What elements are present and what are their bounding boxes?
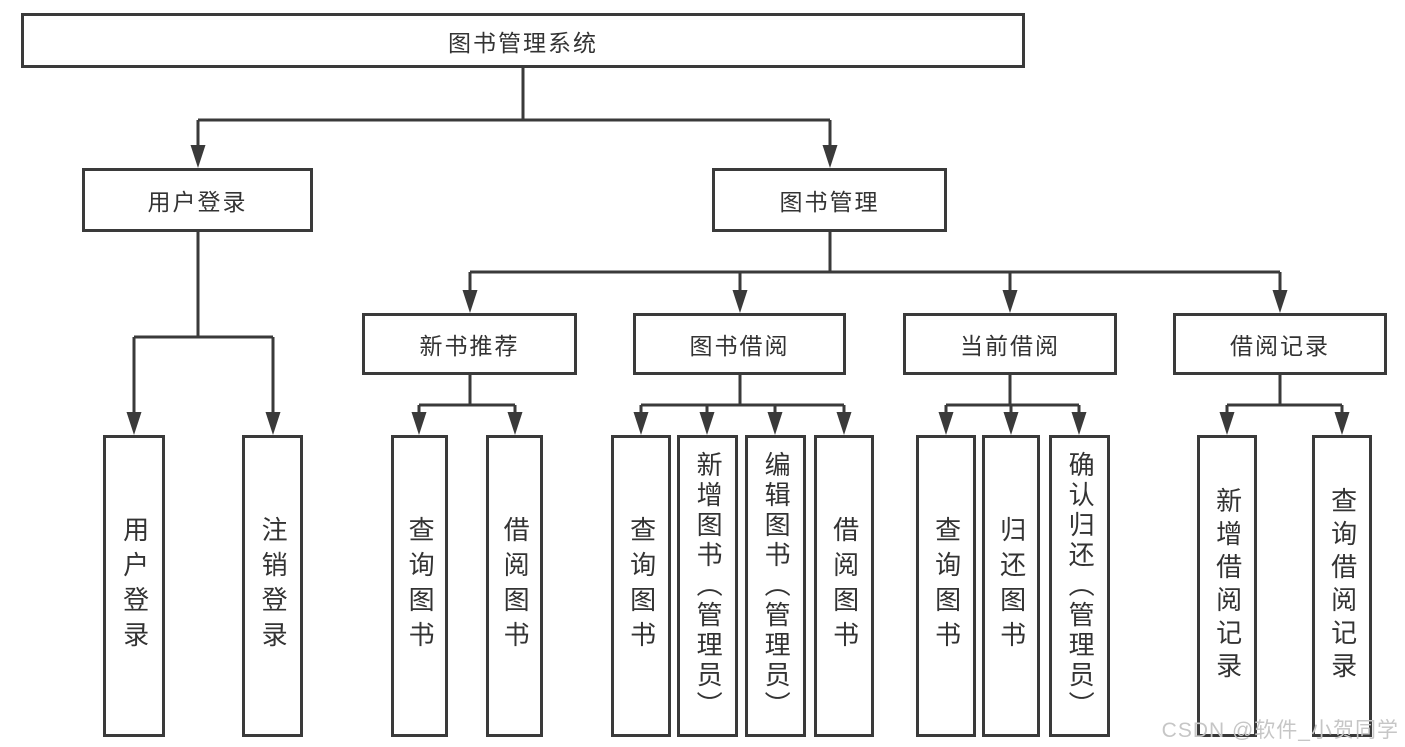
- leaf-return-books: 归还图书: [982, 435, 1040, 737]
- node-user-login: 用户登录: [82, 168, 313, 232]
- leaf-logout: 注销登录: [242, 435, 303, 737]
- leaf-borrow-books: 借阅图书: [814, 435, 874, 737]
- leaf-add-books-admin: 新增图书（管理员）: [677, 435, 738, 737]
- leaf-query-books: 查询图书: [391, 435, 448, 737]
- node-book-borrowing: 图书借阅: [633, 313, 846, 375]
- node-current-borrowing: 当前借阅: [903, 313, 1117, 375]
- leaf-query-books: 查询图书: [611, 435, 671, 737]
- leaf-label: 确认归还（管理员）: [1065, 451, 1096, 721]
- leaf-user-login: 用户登录: [103, 435, 165, 737]
- leaf-label: 编辑图书（管理员）: [761, 451, 792, 721]
- leaf-label: 注销登录: [258, 516, 289, 656]
- leaf-label: 查询图书: [626, 516, 657, 656]
- leaf-borrow-books: 借阅图书: [486, 435, 543, 737]
- leaf-confirm-return-admin: 确认归还（管理员）: [1049, 435, 1110, 737]
- node-book-management: 图书管理: [712, 168, 947, 232]
- leaf-label: 查询图书: [405, 516, 436, 656]
- leaf-query-books: 查询图书: [916, 435, 976, 737]
- leaf-label: 用户登录: [119, 516, 150, 656]
- node-borrow-records: 借阅记录: [1173, 313, 1387, 375]
- leaf-label: 借阅图书: [829, 516, 860, 656]
- leaf-edit-books-admin: 编辑图书（管理员）: [745, 435, 806, 737]
- leaf-add-borrow-record: 新增借阅记录: [1197, 435, 1257, 737]
- leaf-label: 归还图书: [996, 516, 1027, 656]
- leaf-label: 借阅图书: [500, 516, 531, 656]
- node-library-system: 图书管理系统: [21, 13, 1025, 68]
- leaf-label: 查询图书: [931, 516, 962, 656]
- leaf-query-borrow-record: 查询借阅记录: [1312, 435, 1372, 737]
- csdn-watermark: CSDN @软件_小贺同学: [1161, 719, 1399, 742]
- leaf-label: 新增借阅记录: [1212, 487, 1243, 685]
- node-new-book-recommend: 新书推荐: [362, 313, 577, 375]
- leaf-label: 查询借阅记录: [1327, 487, 1358, 685]
- leaf-label: 新增图书（管理员）: [693, 451, 724, 721]
